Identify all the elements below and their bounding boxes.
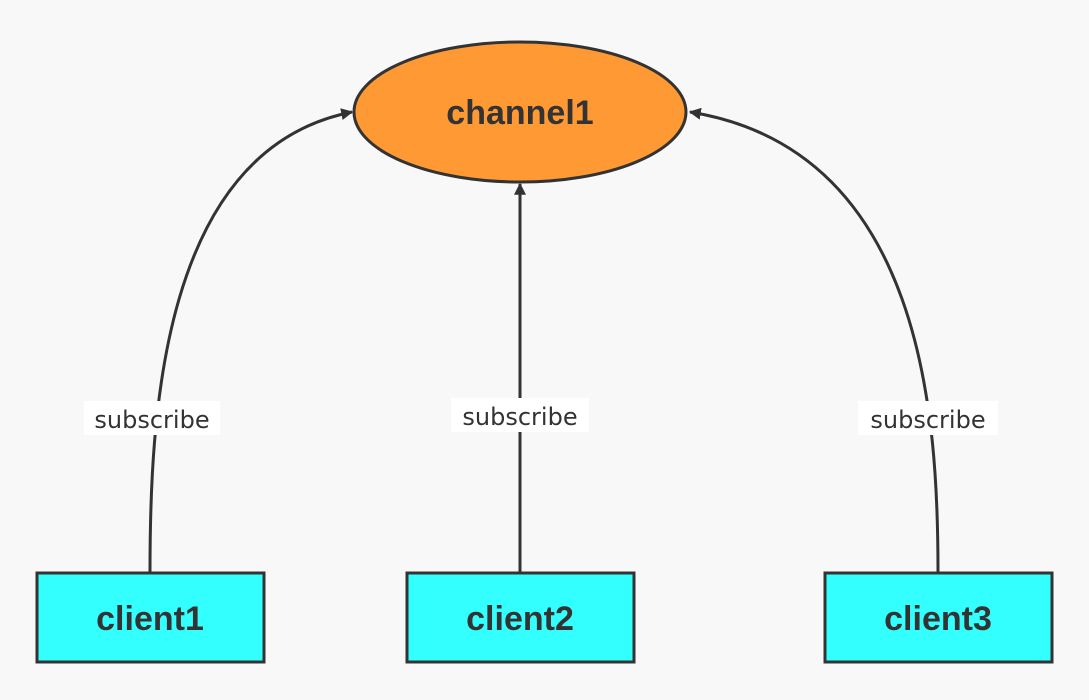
edge-label-bg — [858, 401, 998, 435]
edge-label-bg — [451, 398, 589, 432]
client-node-2[interactable]: client2 — [405, 571, 636, 664]
edge-label: subscribe — [462, 403, 577, 431]
client-box — [35, 571, 266, 664]
channel-node[interactable]: channel1 — [352, 40, 688, 184]
channel-label: channel1 — [446, 94, 593, 132]
channel-ellipse — [352, 40, 688, 184]
client-label: client3 — [884, 600, 992, 638]
edge-client2-channel1: subscribe — [451, 182, 589, 572]
client-label: client2 — [466, 600, 574, 638]
edge-client1-channel1: subscribe — [84, 108, 354, 573]
edge-label: subscribe — [94, 406, 209, 434]
client-node-3[interactable]: client3 — [823, 571, 1054, 664]
client-label: client1 — [96, 600, 204, 638]
edge-label-bg — [84, 401, 220, 435]
client-box — [823, 571, 1054, 664]
edge-label: subscribe — [870, 406, 985, 434]
edge-client3-channel1: subscribe — [688, 107, 998, 573]
client-node-1[interactable]: client1 — [35, 571, 266, 664]
client-box — [405, 571, 636, 664]
edge-line — [688, 107, 940, 573]
edge-line — [148, 108, 354, 573]
